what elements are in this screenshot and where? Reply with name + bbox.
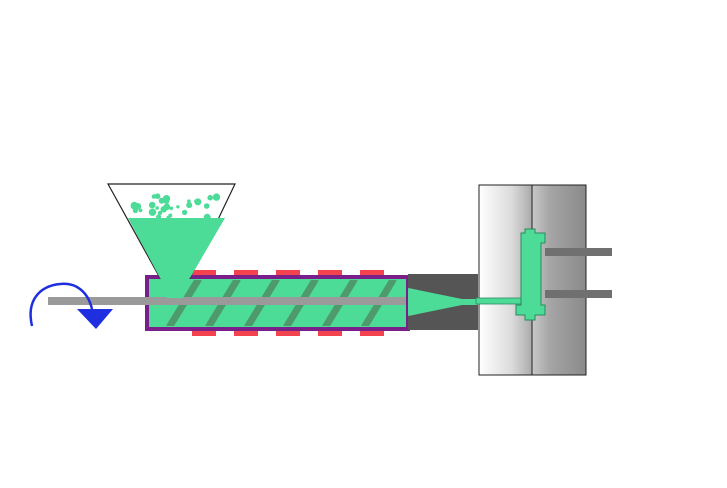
heater-band — [318, 327, 342, 336]
heater-band — [276, 327, 300, 336]
rotation-arrow-icon — [29, 282, 113, 329]
plastic-pellet — [203, 203, 210, 209]
heater-band — [192, 327, 216, 336]
hopper-feed-throat — [160, 277, 190, 298]
hopper-material — [128, 218, 225, 278]
heater-band — [360, 270, 384, 279]
heater-bands-top — [192, 270, 384, 279]
plastic-pellet — [148, 201, 156, 209]
plastic-pellet — [194, 198, 202, 206]
plastic-pellet — [207, 194, 213, 201]
plastic-pellet — [157, 210, 163, 216]
heater-bands-bottom — [192, 327, 384, 336]
plastic-pellet — [203, 213, 211, 221]
heater-band — [276, 270, 300, 279]
nozzle-melt — [408, 288, 478, 316]
heater-band — [234, 327, 258, 336]
mold-cavity-part — [515, 228, 546, 321]
plastic-pellet — [169, 206, 174, 211]
plastic-pellet — [186, 202, 193, 209]
plastic-pellet — [156, 214, 162, 220]
plastic-pellet — [168, 213, 173, 218]
plastic-pellet — [213, 195, 217, 200]
heater-band — [360, 327, 384, 336]
nozzle-housing — [408, 274, 478, 330]
plastic-pellet — [148, 208, 157, 216]
hopper-pellets — [130, 193, 221, 221]
plastic-pellet — [155, 206, 159, 210]
plastic-pellet — [158, 197, 165, 204]
heater-band — [192, 270, 216, 279]
plastic-pellet — [138, 208, 143, 213]
plastic-pellet — [154, 193, 161, 199]
plastic-pellet — [134, 203, 142, 210]
screw-shaft — [48, 297, 406, 305]
ejector-pin-lower — [545, 290, 612, 298]
sprue-runner — [475, 297, 523, 305]
plastic-pellet — [187, 199, 191, 203]
plastic-pellet — [164, 203, 169, 208]
plastic-pellet — [181, 209, 188, 216]
ejector-pin-upper — [545, 248, 612, 256]
heater-band — [234, 270, 258, 279]
plastic-pellet — [176, 205, 180, 209]
heater-band — [318, 270, 342, 279]
